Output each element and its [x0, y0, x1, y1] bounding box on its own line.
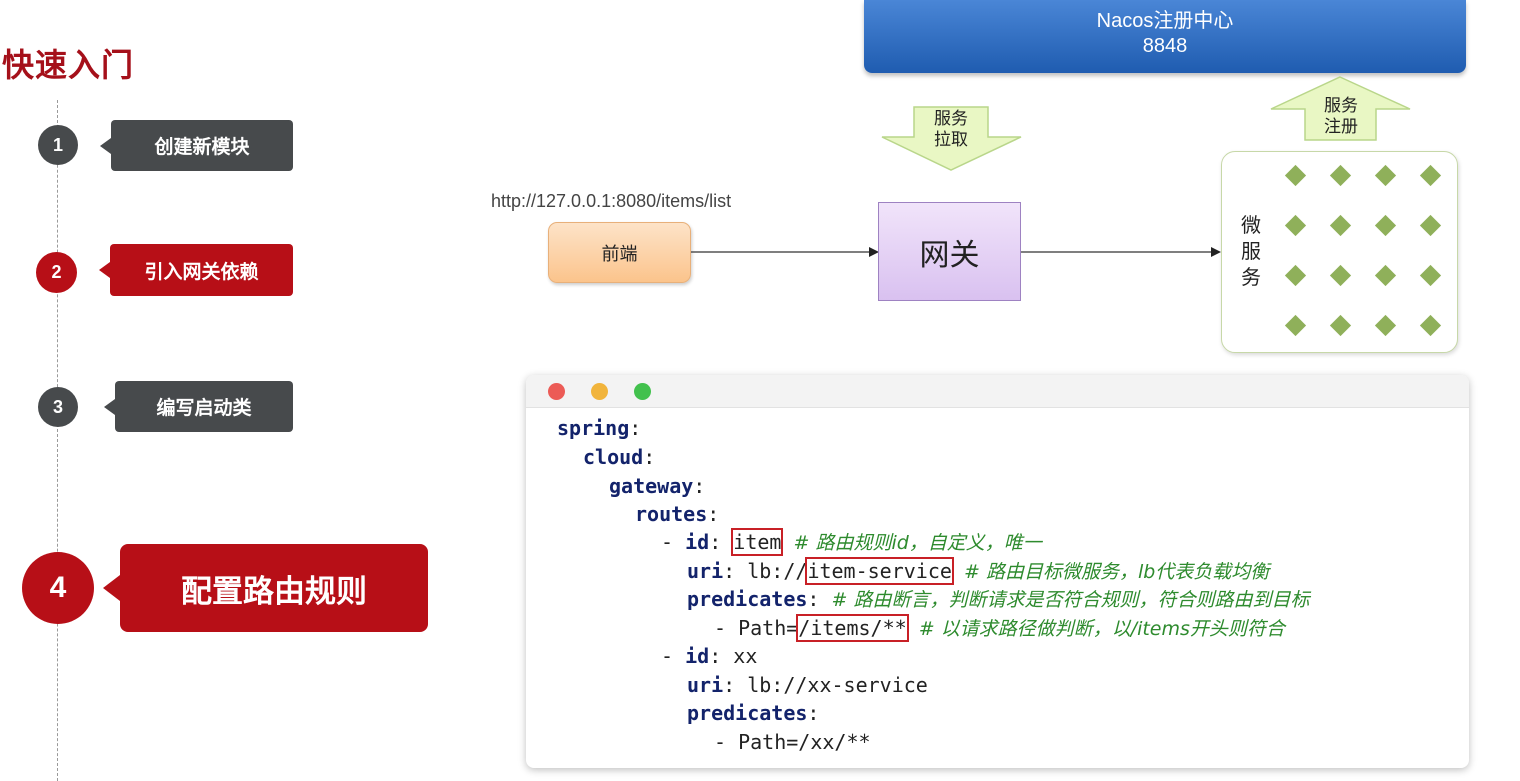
code-line-gateway: gateway: [609, 474, 706, 498]
step-2-number: 2 [36, 252, 77, 293]
code-line-route1-uri: uri: lb://item-service # 路由目标微服务，lb代表负载均… [687, 557, 1270, 585]
service-register-label: 服务 注册 [1324, 96, 1358, 137]
frontend-label: 前端 [601, 243, 638, 265]
step-2-label[interactable]: 引入网关依赖 [110, 244, 293, 296]
code-window-titlebar [526, 375, 1469, 408]
maximize-dot-icon[interactable] [634, 383, 651, 400]
code-line-routes: routes: [635, 502, 720, 526]
highlight-items-path: /items/** [796, 614, 909, 642]
code-window: spring: cloud: gateway: routes: - id: it… [526, 375, 1469, 768]
minimize-dot-icon[interactable] [591, 383, 608, 400]
code-line-route2-path: - Path=/xx/** [714, 730, 871, 754]
gateway-box: 网关 [878, 202, 1021, 301]
code-line-route2-uri: uri: lb://xx-service [687, 673, 928, 697]
frontend-box: 前端 [548, 222, 691, 283]
page-title: 快速入门 [2, 46, 135, 84]
highlight-item-service: item-service [805, 557, 954, 585]
code-line-cloud: cloud: [583, 445, 656, 469]
nacos-port: 8848 [1142, 35, 1188, 57]
step-4-label[interactable]: 配置路由规则 [120, 544, 428, 632]
code-line-route1-path: - Path=/items/** # 以请求路径做判断，以/items开头则符合 [714, 614, 1285, 642]
step-1-label[interactable]: 创建新模块 [111, 120, 293, 171]
nacos-title: Nacos注册中心 [1096, 10, 1234, 32]
step-4-number: 4 [22, 552, 94, 624]
request-url: http://127.0.0.1:8080/items/list [491, 191, 732, 211]
service-register-arrow [1270, 76, 1411, 141]
step-3-label[interactable]: 编写启动类 [115, 381, 293, 432]
service-pull-arrow [881, 106, 1022, 171]
close-dot-icon[interactable] [548, 383, 565, 400]
microservices-label: 微 服 务 [1241, 213, 1261, 289]
nacos-registry-box: Nacos注册中心 8848 [864, 0, 1466, 73]
code-line-route1-id: - id: item # 路由规则id，自定义，唯一 [661, 528, 1042, 556]
timeline-line [57, 100, 58, 781]
highlight-item-id: item [731, 528, 784, 556]
gateway-to-microservices-arrow [1021, 247, 1221, 257]
code-line-spring: spring: [557, 416, 642, 440]
gateway-label: 网关 [919, 237, 980, 273]
frontend-to-gateway-arrow [691, 247, 879, 257]
service-pull-label: 服务 拉取 [934, 109, 968, 150]
step-3-number: 3 [38, 387, 78, 427]
step-1-number: 1 [38, 125, 78, 165]
code-line-route2-predicates: predicates: [687, 701, 820, 725]
code-line-route2-id: - id: xx [661, 644, 758, 668]
code-line-route1-predicates: predicates: # 路由断言，判断请求是否符合规则，符合则路由到目标 [687, 587, 1310, 611]
